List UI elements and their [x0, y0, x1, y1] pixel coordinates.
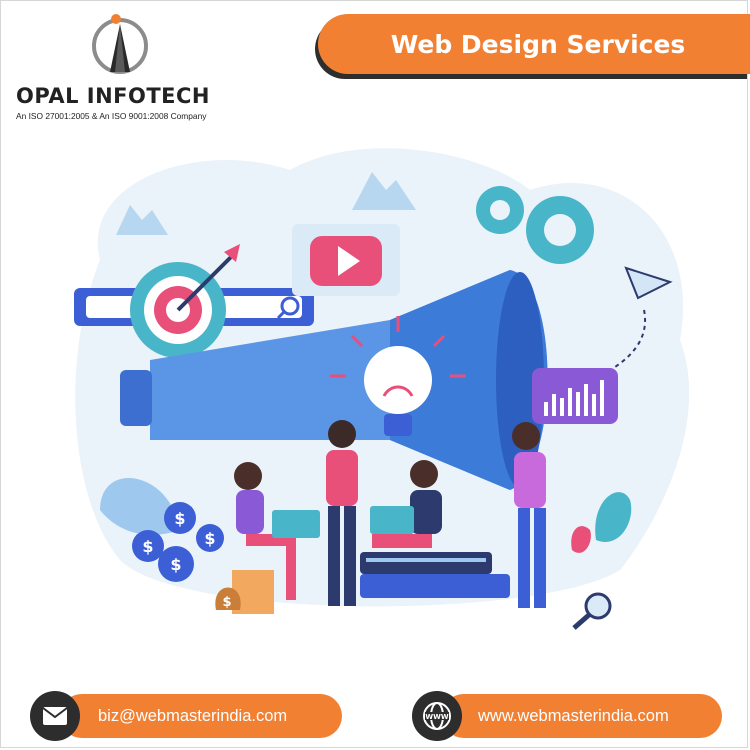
globe-icon-circle: WWW [412, 691, 462, 741]
laptop-icon [370, 506, 414, 534]
laptop-icon [272, 510, 320, 538]
contact-website[interactable]: WWW www.webmasterindia.com [412, 691, 722, 741]
brand-logo[interactable]: OPAL INFOTECH An ISO 27001:2005 & An ISO… [10, 10, 240, 121]
svg-text:$: $ [142, 537, 153, 556]
envelope-icon-circle [30, 691, 80, 741]
bar-chart-icon [532, 368, 618, 424]
marketing-illustration: $ $ $ $ $ [74, 148, 690, 630]
contact-email[interactable]: biz@webmasterindia.com [30, 691, 342, 741]
svg-text:$: $ [174, 509, 185, 528]
page-title: Web Design Services [390, 29, 686, 59]
cloud-mountain-icon [116, 172, 416, 235]
brand-tagline: An ISO 27001:2005 & An ISO 9001:2008 Com… [16, 111, 207, 121]
person-man-laptop [370, 460, 442, 548]
lightbulb-icon [330, 316, 466, 436]
books-icon [360, 552, 510, 598]
website-link[interactable]: www.webmasterindia.com [442, 694, 722, 738]
svg-text:WWW: WWW [425, 713, 448, 721]
svg-text:$: $ [204, 529, 215, 548]
magnifier-icon [572, 592, 612, 630]
envelope-icon [42, 707, 68, 725]
person-woman-laptop [234, 462, 320, 600]
person-woman-standing [512, 422, 546, 608]
gear-icon [476, 186, 594, 264]
leaf-icon [100, 477, 632, 553]
dollar-coin-icon: $ $ $ $ [132, 502, 224, 582]
email-link[interactable]: biz@webmasterindia.com [60, 694, 342, 738]
globe-icon: WWW [423, 702, 451, 730]
person-man-standing [326, 420, 358, 606]
page-title-banner: Web Design Services [318, 14, 750, 74]
arrow-icon [176, 244, 240, 312]
opal-logo-icon [92, 14, 148, 74]
play-button-icon [292, 224, 400, 296]
svg-text:$: $ [170, 555, 181, 574]
money-bag-icon: $ [215, 570, 274, 614]
brand-name: OPAL INFOTECH [16, 84, 211, 108]
svg-text:$: $ [222, 595, 231, 610]
